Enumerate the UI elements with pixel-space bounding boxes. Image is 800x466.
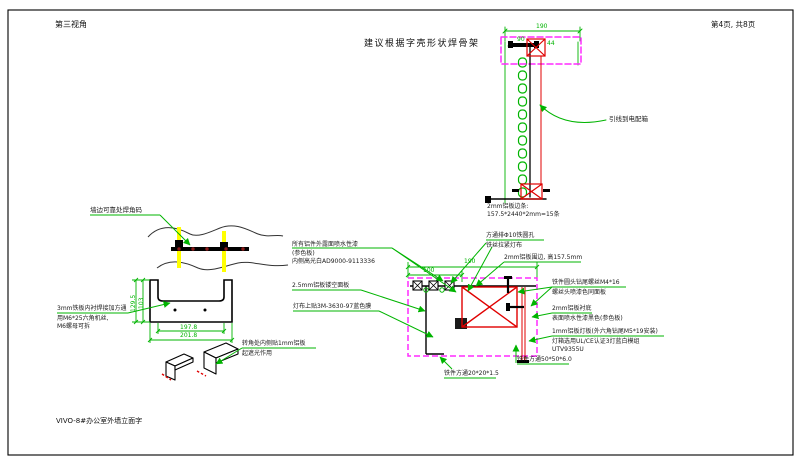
paint-note-line3: 内侧高光白AD9000-9113336 <box>292 258 375 265</box>
page-title: 建议根据字壳形状焊骨架 <box>364 39 480 49</box>
liner-note-line2: 表面喷水性漆黑色(参色板) <box>552 315 623 322</box>
tube-large-note: 铁件方通50*50*6.0 <box>517 356 572 363</box>
footer-label: VIVO-8#办公室外墙立面字 <box>56 417 143 425</box>
screw-note-line2: 螺丝头喷漆色同面板 <box>552 289 607 296</box>
lightbox-note-line3: UTV9355U <box>552 346 584 353</box>
page-number: 第4页, 共8页 <box>711 20 756 29</box>
wall-anchor-drawing <box>90 214 289 272</box>
dim-190-main: 190 <box>464 258 476 265</box>
screw-symbols <box>504 276 512 311</box>
lightbox-note-line1: 1mm铝板灯板(外六角钻尾M5*19安装) <box>552 328 658 335</box>
liner-note-line1: 2mm铝板衬底 <box>552 305 592 312</box>
crossed-tube-bottom <box>520 183 543 200</box>
holes-note-line1: 方通排Φ10铁圆孔 <box>486 232 535 239</box>
edge-note: 2mm铝板围边, 高157.5mm <box>504 254 583 261</box>
edge-strip-note-line1: 2mm铝板边条: <box>487 203 529 210</box>
dim-width-outer: 201.8 <box>180 332 198 339</box>
dim-height-inner: 103 <box>138 297 145 309</box>
panel-note: 2.5mm铝板镂空面板 <box>292 282 350 289</box>
lead-wire-note: 引线到电配箱 <box>609 115 648 123</box>
channel-bracket-drawing <box>57 277 235 343</box>
main-detail-drawing <box>292 239 664 379</box>
bracket-note-line3: M6螺母可拆 <box>57 323 90 330</box>
wall-strip-right <box>222 231 226 272</box>
dim-height-outer: 129.5 <box>130 294 137 312</box>
paint-note-line1: 所有铝件外露面喷水性漆 <box>292 241 359 248</box>
corner-note-line2: 起遮光作用 <box>242 350 273 357</box>
dim-190-tall: 190 <box>536 23 548 30</box>
paint-note-line2: (参色板) <box>292 250 315 257</box>
edge-strip-note-line2: 157.5*2440*2mm=15条 <box>487 211 560 218</box>
dim-44-tall: 44 <box>547 40 555 47</box>
dim-90-tall: 90 <box>517 36 525 43</box>
corner-note-line1: 转角处内侧贴1mm铝板 <box>242 340 306 347</box>
holes-note-line2: 铁丝拉紧灯布 <box>486 242 523 249</box>
corner-piece-drawing <box>161 342 316 381</box>
sheet-border <box>7 9 794 456</box>
lightbox-note-line2: 灯箱选用UL/CE认证3灯蓝白模组 <box>552 338 640 345</box>
crossed-tube-top <box>526 38 546 57</box>
anchor-bar <box>171 247 249 251</box>
screw-note-line1: 铁件圆头钻尾螺丝M4*16 <box>552 279 620 286</box>
bracket-note-line1: 3mm铁板内衬焊接加方通 <box>57 305 127 312</box>
tall-section-drawing <box>485 26 607 204</box>
dim-width-inner: 197.8 <box>180 324 198 331</box>
film-note: 灯布上贴3M-3630-97蓝色膜 <box>293 303 372 310</box>
dim-100-main: 100 <box>423 267 435 274</box>
wall-anchor-note: 墙边可靠处焊角码 <box>90 206 142 214</box>
tube-small-note: 铁件方通20*20*1.5 <box>444 370 499 377</box>
bracket-note-line2: 用M6*25六角机丝, <box>57 315 109 322</box>
view-angle-label: 第三视角 <box>55 20 87 29</box>
